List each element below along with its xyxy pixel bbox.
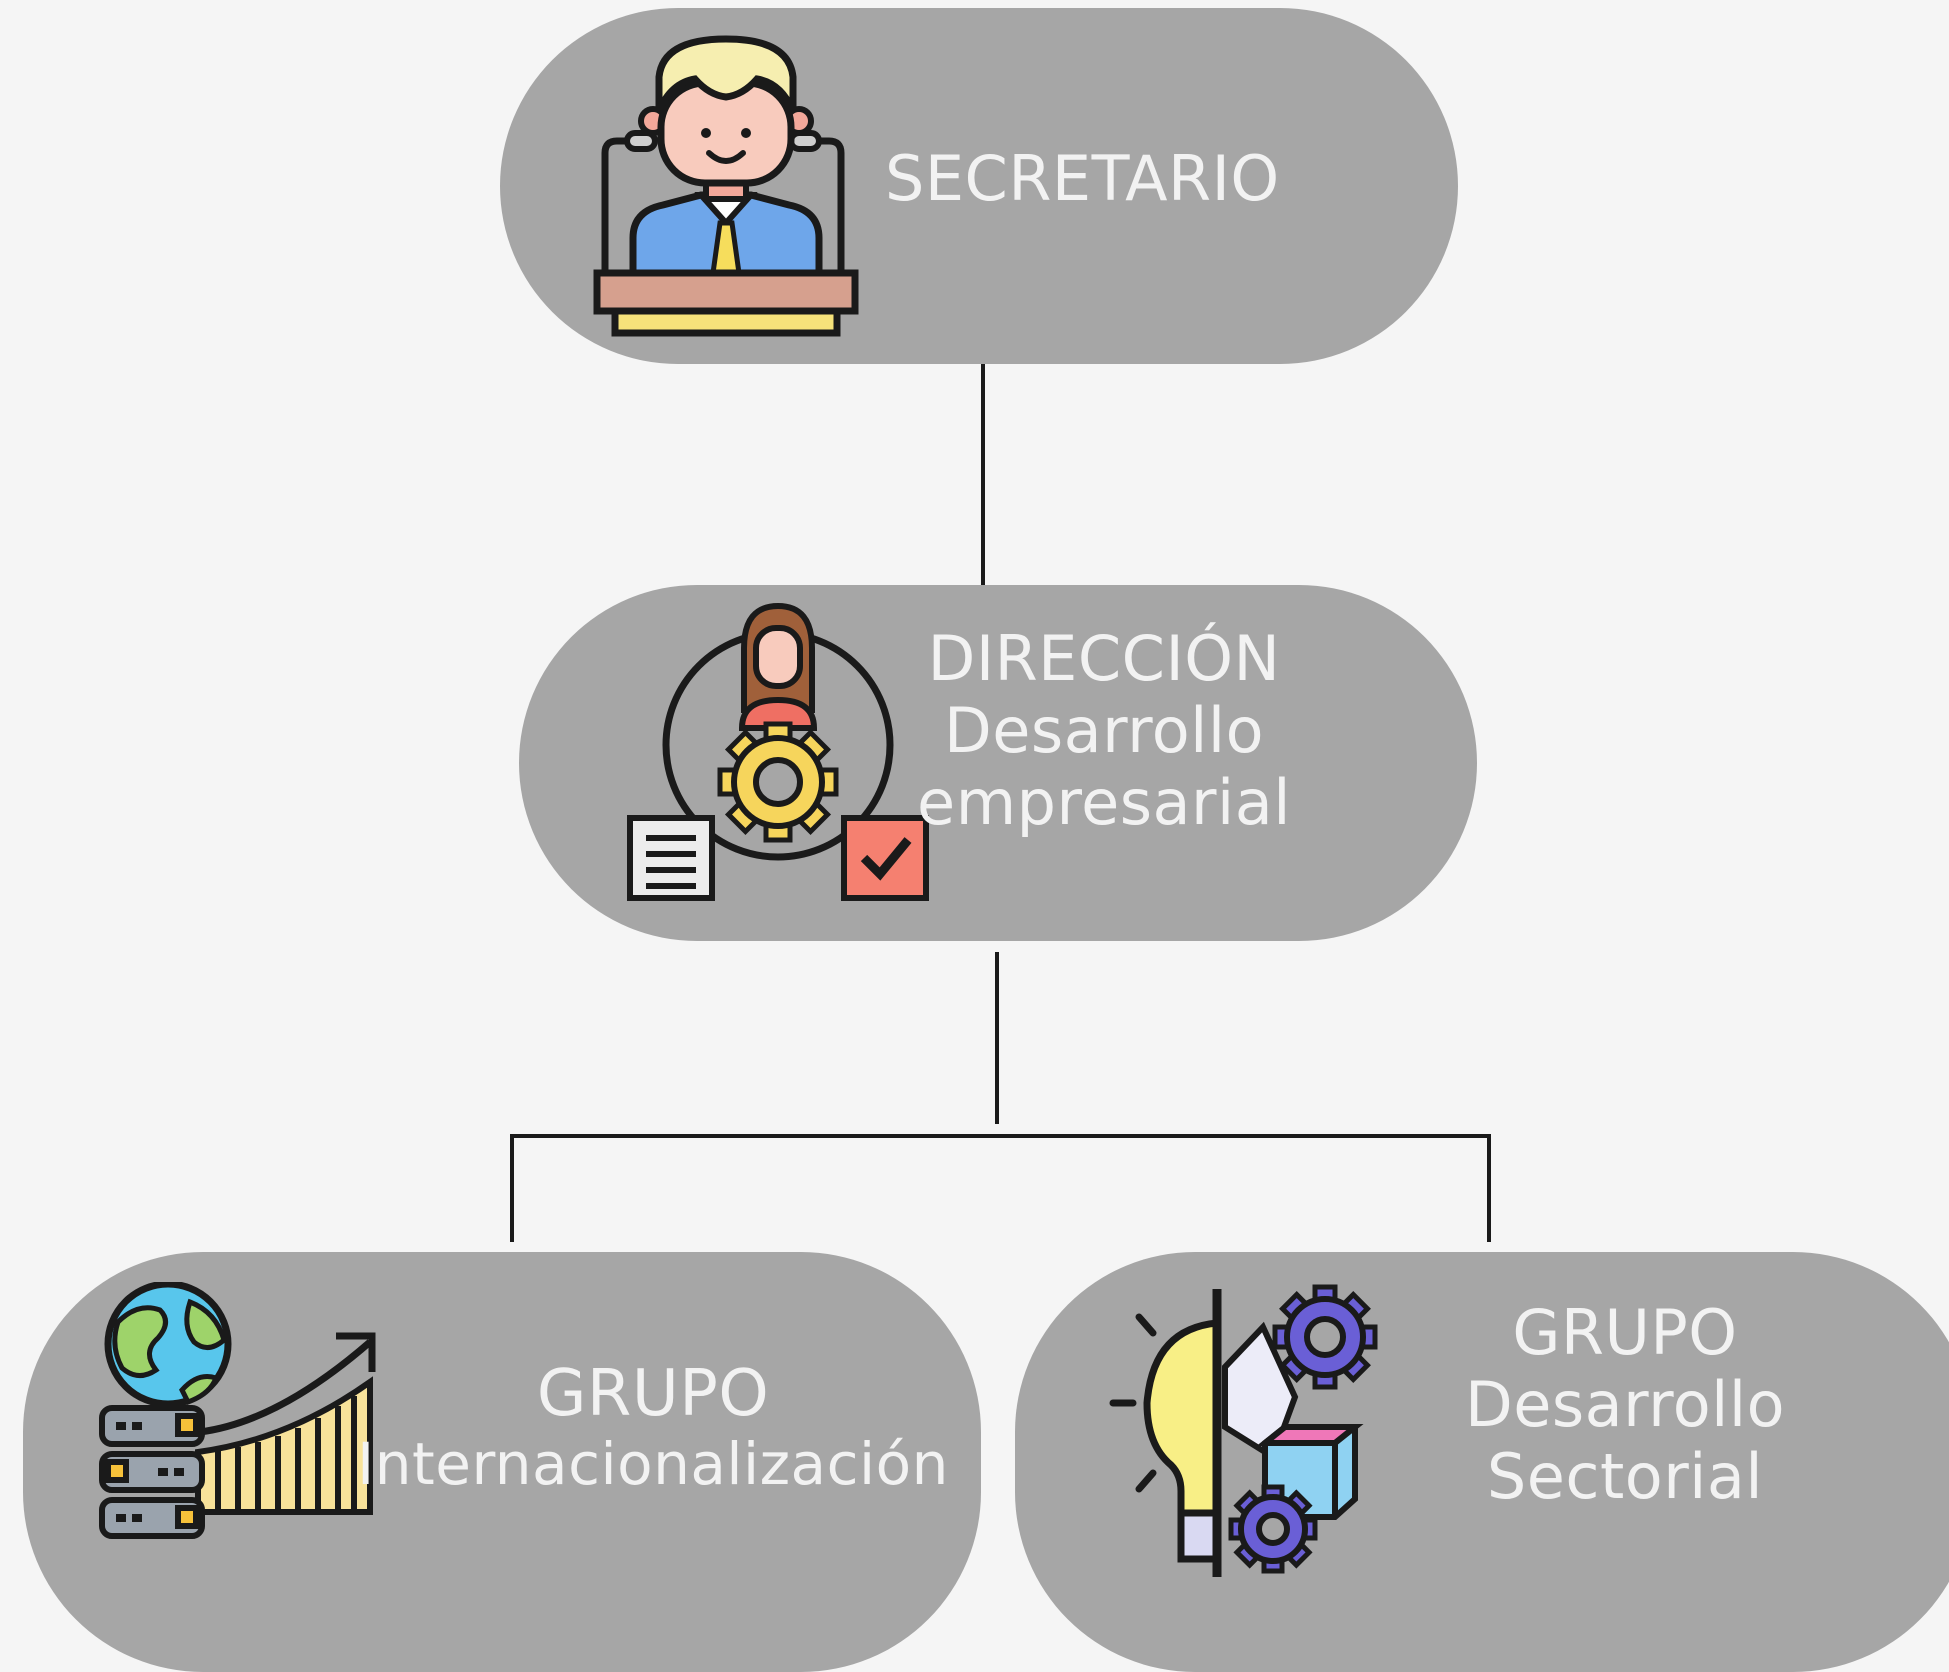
manager-process-icon	[627, 602, 929, 901]
node-sectorial: GRUPO Desarrollo Sectorial	[1015, 1252, 1949, 1672]
sectorial-line3: Sectorial	[1486, 1439, 1764, 1513]
sectorial-line1: GRUPO	[1512, 1296, 1738, 1369]
idea-development-icon	[1109, 1284, 1378, 1577]
internacionalizacion-line1: GRUPO	[536, 1357, 770, 1431]
secretario-line1: SECRETARIO	[885, 142, 1280, 215]
direccion-line2: Desarrollo	[943, 693, 1265, 767]
node-secretario: SECRETARIO	[500, 8, 1458, 364]
org-chart-connectors	[510, 364, 1491, 1242]
node-internacionalizacion: GRUPO Internacionalización	[23, 1252, 981, 1672]
internacionalizacion-label: GRUPO Internacionalización	[353, 1357, 953, 1499]
direccion-line1: DIRECCIÓN	[927, 622, 1281, 695]
internacionalizacion-line2: Internacionalización	[357, 1430, 949, 1499]
speaker-at-podium-icon	[593, 35, 859, 337]
sectorial-line2: Desarrollo	[1464, 1367, 1786, 1441]
secretario-label: SECRETARIO	[885, 142, 1280, 215]
sectorial-label: GRUPO Desarrollo Sectorial	[1425, 1297, 1825, 1513]
direccion-line3: empresarial	[917, 765, 1291, 839]
node-direccion: DIRECCIÓN Desarrollo empresarial	[519, 585, 1477, 941]
global-growth-icon	[99, 1282, 376, 1539]
direccion-label: DIRECCIÓN Desarrollo empresarial	[914, 623, 1294, 839]
